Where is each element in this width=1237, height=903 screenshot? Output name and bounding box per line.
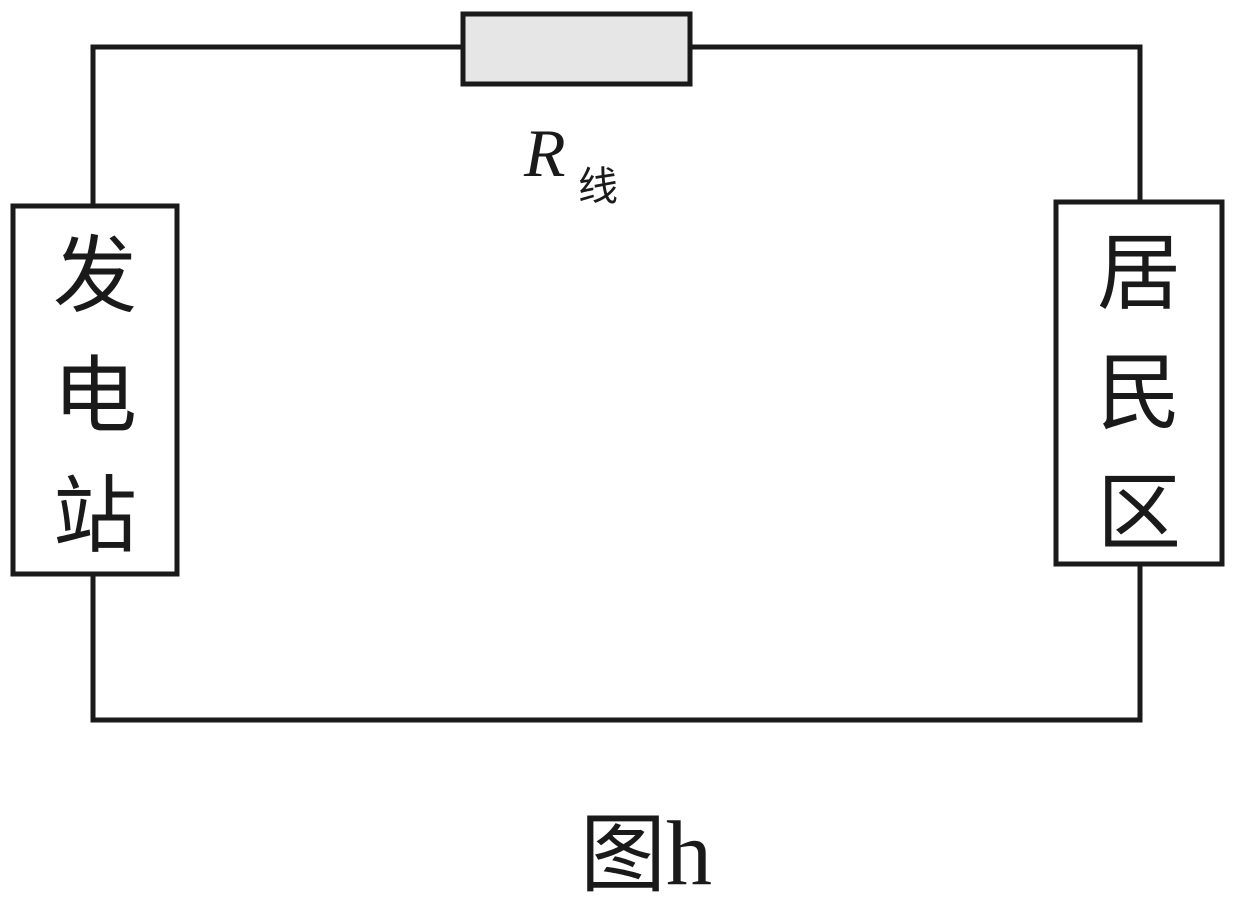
bottom-wire <box>90 564 1143 723</box>
power-station-box <box>10 203 180 577</box>
resistor-subscript: 线 <box>578 164 618 210</box>
residential-area-box <box>1053 199 1225 567</box>
resistor-symbol: R <box>523 115 566 191</box>
line-resistor <box>460 11 693 87</box>
power-station-char-3: 站 <box>53 467 137 565</box>
residential-area-char-3: 区 <box>1097 464 1181 562</box>
top-wire-right <box>690 44 1143 202</box>
figure-caption-main: 图 <box>580 805 666 903</box>
resistor-label: R <box>523 115 566 191</box>
top-wire-left <box>90 44 463 206</box>
figure-caption-suffix: h <box>666 802 712 903</box>
residential-area-char-1: 居 <box>1097 224 1181 322</box>
figure-caption: 图h <box>580 802 712 903</box>
power-station-char-2: 电 <box>53 347 137 445</box>
power-station-char-1: 发 <box>53 227 137 325</box>
residential-area-char-2: 民 <box>1097 344 1181 442</box>
